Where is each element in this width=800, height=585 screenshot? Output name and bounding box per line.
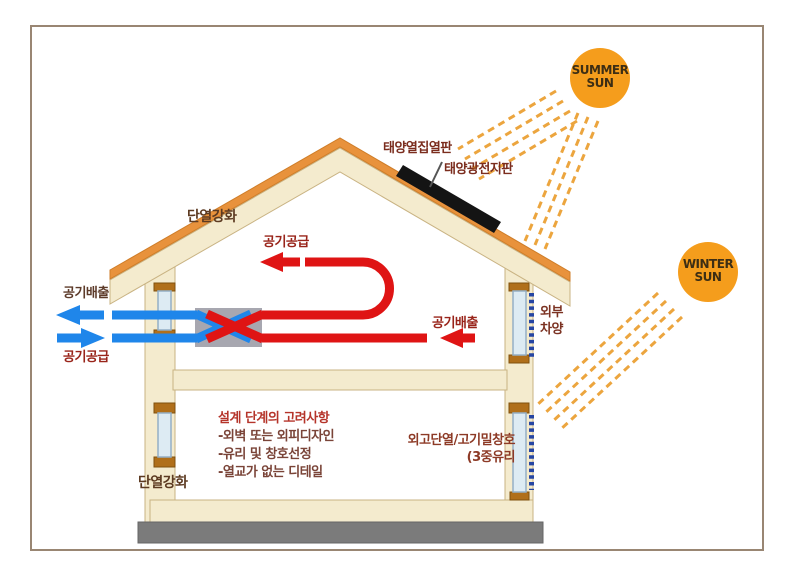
solar-panel-pointer-line — [429, 161, 443, 188]
air-supply-attic-label: 공기공급 — [263, 235, 309, 250]
window-spec-line2: (3중유리 — [466, 450, 516, 465]
house-structure — [144, 251, 534, 523]
design-considerations-block: 설계 단계의 고려사항 -외벽 또는 외피디자인 -유리 및 창호선정 -열교가… — [218, 407, 335, 482]
roof-insulation-layer — [109, 147, 571, 307]
summer-sun-line1: SUMMER — [571, 63, 629, 77]
external-shading-line2: 차양 — [540, 322, 563, 337]
insulation-reinforce-top-label: 단열강화 — [187, 209, 237, 225]
winter-sun-icon — [678, 242, 738, 302]
room-exhaust-arrowhead — [440, 328, 463, 348]
winter-sun-line2: SUN — [694, 270, 722, 284]
room-supply-arrowhead — [260, 252, 283, 272]
foundation-slab — [137, 521, 544, 544]
roof-covering — [109, 137, 571, 282]
winter-sun-rays-to-window — [534, 291, 684, 432]
air-exhaust-right-label: 공기배출 — [432, 316, 478, 331]
exhaust-out-arrowhead — [56, 305, 80, 325]
supply-in-arrowhead — [81, 328, 105, 348]
fresh-air-ducts — [57, 309, 253, 344]
external-shading-line1: 외부 — [540, 305, 563, 320]
design-considerations-title: 설계 단계의 고려사항 — [218, 411, 330, 426]
insulation-reinforce-bottom-label: 단열강화 — [138, 475, 188, 491]
winter-sun-line1: WINTER — [682, 257, 734, 271]
ground-floor-slab — [149, 499, 534, 523]
window-glazing — [157, 290, 527, 493]
summer-sun-label: SUMMER SUN — [558, 64, 642, 90]
design-item-1: -외벽 또는 외피디자인 — [218, 429, 335, 444]
solar-pv-panel-label: 태양광전지판 — [444, 162, 513, 177]
window-spec-line1: 외고단열/고기밀창호 — [407, 433, 516, 448]
window-upper-right — [512, 290, 527, 356]
summer-sun-line2: SUN — [586, 76, 614, 90]
summer-sun-rays-to-panel — [457, 89, 578, 181]
solar-panel — [396, 165, 501, 233]
window-spec-label: 외고단열/고기밀창호 (3중유리 — [383, 432, 516, 466]
solar-thermal-panel-label: 태양열집열판 — [383, 141, 452, 156]
supply-duct-ubend — [262, 257, 394, 320]
summer-sun-icon — [570, 48, 630, 108]
design-item-2: -유리 및 창호선정 — [218, 447, 312, 462]
air-exhaust-left-label: 공기배출 — [63, 286, 109, 301]
window-lower-left — [157, 412, 172, 458]
summer-sun-rays-blocked-by-eave — [523, 112, 600, 250]
warm-air-ducts — [205, 257, 475, 344]
design-item-3: -열교가 없는 디테일 — [218, 465, 323, 480]
external-shading-label: 외부 차양 — [540, 304, 563, 338]
window-lower-right-triple-glazed — [512, 412, 527, 493]
winter-sun-label: WINTER SUN — [666, 258, 750, 284]
second-floor-slab — [172, 369, 508, 391]
air-supply-left-label: 공기공급 — [63, 350, 109, 365]
